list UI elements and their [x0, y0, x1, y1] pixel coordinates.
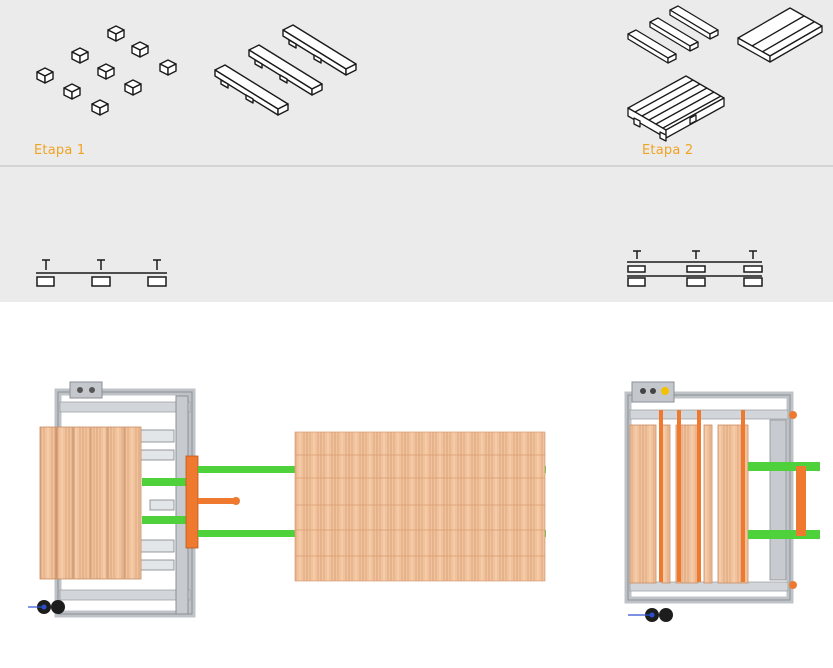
- stage-2-wheels: [628, 608, 673, 622]
- stage-1-green-arm-upper: [142, 478, 190, 486]
- stage-2-nailing-machine: [624, 381, 820, 622]
- stage-1-green-arm-lower: [142, 516, 190, 524]
- stage-2-green-arm-lower: [748, 530, 820, 539]
- stage-1-nailing-machine: [28, 381, 240, 618]
- pallet-components-icon: [627, 5, 823, 64]
- stage-1-wood-boards: [39, 426, 142, 580]
- loose-blocks-icon: [36, 25, 177, 116]
- stage-2-green-arm-upper: [748, 462, 820, 471]
- conveyor-rail-lower: [198, 530, 298, 537]
- center-pallet-top-view: [294, 431, 546, 582]
- illustration-panel: [0, 0, 833, 302]
- assembled-pallet-icon: [627, 75, 725, 142]
- stage-2-orange-clamp: [796, 466, 806, 536]
- stage-2-label: Etapa 2: [642, 143, 694, 158]
- conveyor-rail-upper: [198, 466, 298, 473]
- stage-2-nailing-profile-icon: [627, 250, 763, 287]
- stage-1-orange-clamp: [185, 455, 199, 549]
- stage-2-orange-clips: [659, 410, 745, 582]
- indicator-light: [661, 387, 669, 395]
- stringer-boards-icon: [214, 24, 357, 116]
- stage-1-nailing-profile-icon: [36, 259, 167, 287]
- stage-2-wood-boards: [629, 424, 749, 584]
- stage-1-label: Etapa 1: [34, 143, 86, 158]
- stage-1-wheels: [28, 600, 65, 614]
